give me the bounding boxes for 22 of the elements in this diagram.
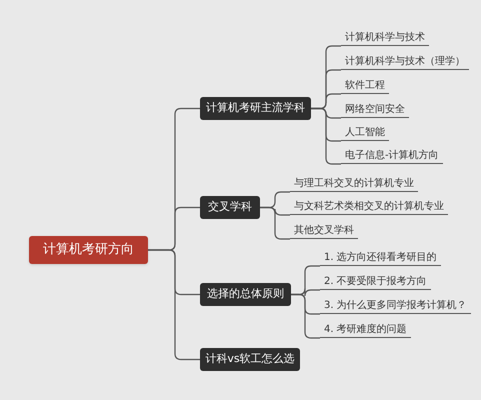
topic-box: 交叉学科 xyxy=(200,196,260,219)
topic-box: 计算机考研主流学科 xyxy=(200,97,311,120)
subtopic-label: 网络空间安全 xyxy=(341,102,409,118)
subtopic-label: 与文科艺术类相交叉的计算机专业 xyxy=(290,199,448,215)
connector-line xyxy=(260,206,290,240)
subtopic-label: 人工智能 xyxy=(341,125,389,141)
connector-line xyxy=(148,249,200,360)
subtopic-label: 4. 考研难度的问题 xyxy=(320,322,411,338)
subtopic-label: 3. 为什么更多同学报考计算机？ xyxy=(320,298,471,314)
subtopic-label: 与理工科交叉的计算机专业 xyxy=(290,176,418,192)
subtopic-label: 2. 不要受限于报考方向 xyxy=(320,274,431,290)
subtopic-label: 计算机科学与技术 xyxy=(341,30,429,46)
subtopic-label: 电子信息-计算机方向 xyxy=(341,148,443,164)
root-topic-box: 计算机考研方向 xyxy=(29,236,148,264)
topic-box: 选择的总体原则 xyxy=(200,283,291,306)
topic-box: 计科vs软工怎么选 xyxy=(200,348,300,371)
connector-line xyxy=(311,108,341,165)
subtopic-label: 1. 选方向还得看考研目的 xyxy=(320,250,441,266)
subtopic-label: 软件工程 xyxy=(341,78,389,94)
subtopic-label: 计算机科学与技术（理学） xyxy=(341,54,469,70)
connector-line xyxy=(291,294,320,339)
subtopic-label: 其他交叉学科 xyxy=(290,223,358,239)
